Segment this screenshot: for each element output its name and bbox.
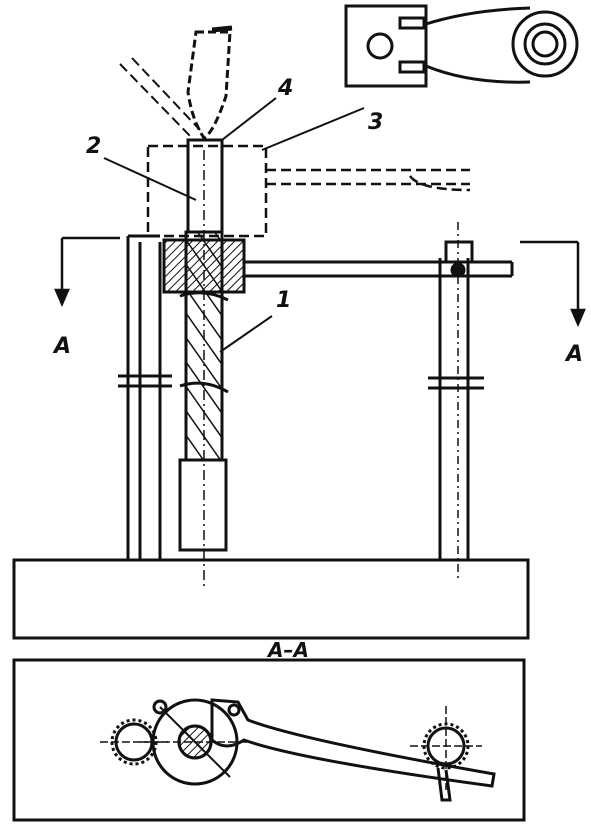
label-part-2: 2	[86, 134, 102, 159]
leader-lines	[103, 97, 365, 353]
section-marker-left	[54, 236, 120, 308]
label-part-4: 4	[278, 76, 294, 101]
guide-lines	[119, 57, 201, 139]
section-label-left: A	[54, 334, 72, 359]
section-view-title: A–A	[268, 638, 309, 662]
pulley	[511, 10, 579, 78]
drive-detail	[344, 4, 579, 88]
heating-housing	[146, 144, 471, 238]
section-view-frame	[12, 658, 526, 822]
inductor-tube	[186, 138, 224, 234]
lever-arm	[210, 698, 496, 788]
left-column	[118, 234, 172, 560]
horizontal-arm	[244, 260, 514, 278]
base-plate	[12, 558, 530, 640]
section-marker-right	[520, 240, 586, 328]
section-view-gears	[100, 698, 496, 802]
label-part-3: 3	[368, 110, 384, 135]
section-label-right: A	[566, 342, 584, 367]
lower-clamp	[178, 458, 228, 552]
label-part-1: 1	[276, 288, 292, 313]
torch-nozzle	[186, 25, 233, 141]
right-column	[428, 222, 484, 578]
